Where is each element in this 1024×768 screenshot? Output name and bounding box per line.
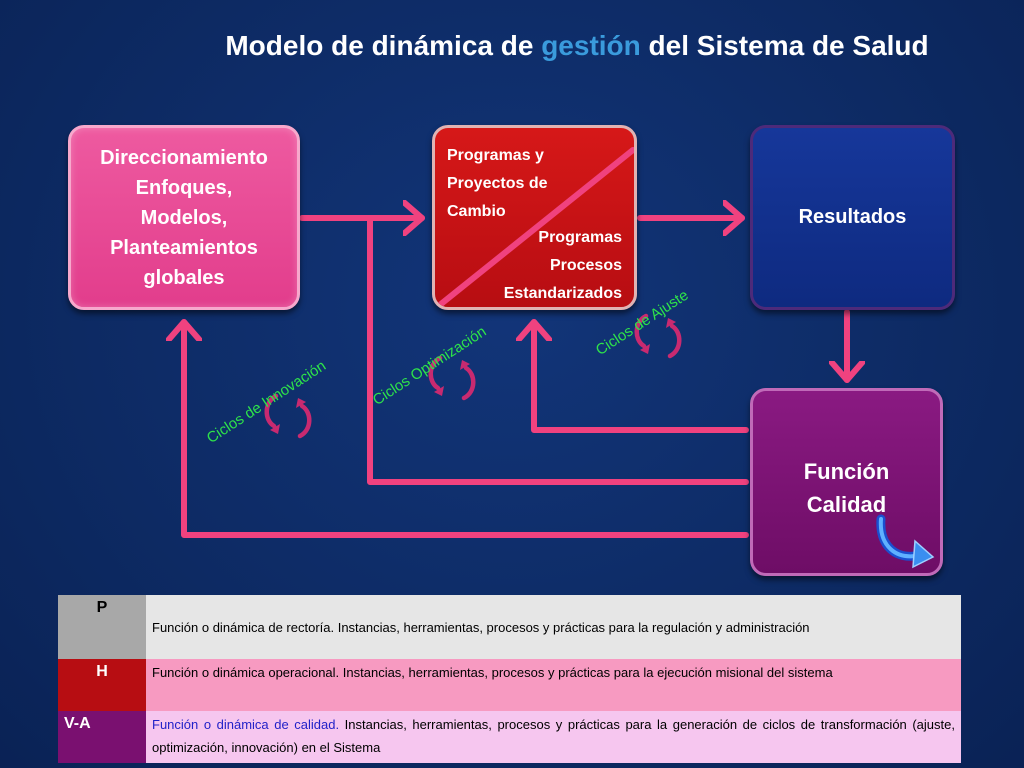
arrow-cal-to-prog xyxy=(534,319,749,433)
funcion-calidad-label: Función Calidad xyxy=(803,459,890,517)
return-arrow-icon xyxy=(876,514,935,569)
legend-row-h: H Función o dinámica operacional. Instan… xyxy=(58,659,961,711)
cycle-arrows-icon xyxy=(634,313,682,359)
title-highlight: gestión xyxy=(541,30,641,61)
legend-desc-text: Función o dinámica operacional. Instanci… xyxy=(152,665,833,680)
legend-desc-h: Función o dinámica operacional. Instanci… xyxy=(146,659,961,711)
resultados-label: Resultados xyxy=(798,206,907,228)
legend-desc-text: Instancias, herramientas, procesos y prá… xyxy=(152,717,955,755)
legend-desc-emphasis: Función o dinámica de calidad. xyxy=(152,717,340,732)
resultados-box: Resultados xyxy=(750,125,955,310)
legend-key-va: V-A xyxy=(58,711,146,763)
legend-row-p: P Función o dinámica de rectoría. Instan… xyxy=(58,595,961,659)
line-cal-to-junction xyxy=(367,215,749,485)
arrow-cal-to-dir xyxy=(184,319,749,538)
cycle-arrows-icon xyxy=(428,355,476,401)
title-text-1: Modelo de dinámica de xyxy=(225,30,542,61)
legend-desc-va: Función o dinámica de calidad. Instancia… xyxy=(146,711,961,763)
diagonal-divider xyxy=(438,147,634,307)
legend-desc-text: Función o dinámica de rectoría. Instanci… xyxy=(152,619,810,635)
programas-estandarizados-label: Programas Procesos Estandarizados xyxy=(503,229,622,302)
slide-title: Modelo de dinámica de gestión del Sistem… xyxy=(0,30,1024,62)
cycle-arrows-icon xyxy=(264,393,312,439)
legend-row-va: V-A Función o dinámica de calidad. Insta… xyxy=(58,711,961,763)
legend-desc-p: Función o dinámica de rectoría. Instanci… xyxy=(146,595,961,659)
title-text-2: del Sistema de Salud xyxy=(640,30,929,61)
direccionamiento-box: Direccionamiento Enfoques, Modelos, Plan… xyxy=(68,125,300,310)
direccionamiento-label: Direccionamiento Enfoques, Modelos, Plan… xyxy=(100,146,268,289)
legend-table: P Función o dinámica de rectoría. Instan… xyxy=(58,595,961,763)
legend-key-p: P xyxy=(58,595,146,659)
legend-key-h: H xyxy=(58,659,146,711)
funcion-calidad-box: Función Calidad xyxy=(750,388,943,576)
programas-cambio-label: Programas y Proyectos de Cambio xyxy=(447,147,548,220)
programas-box: Programas y Proyectos de Cambio Programa… xyxy=(432,125,637,310)
